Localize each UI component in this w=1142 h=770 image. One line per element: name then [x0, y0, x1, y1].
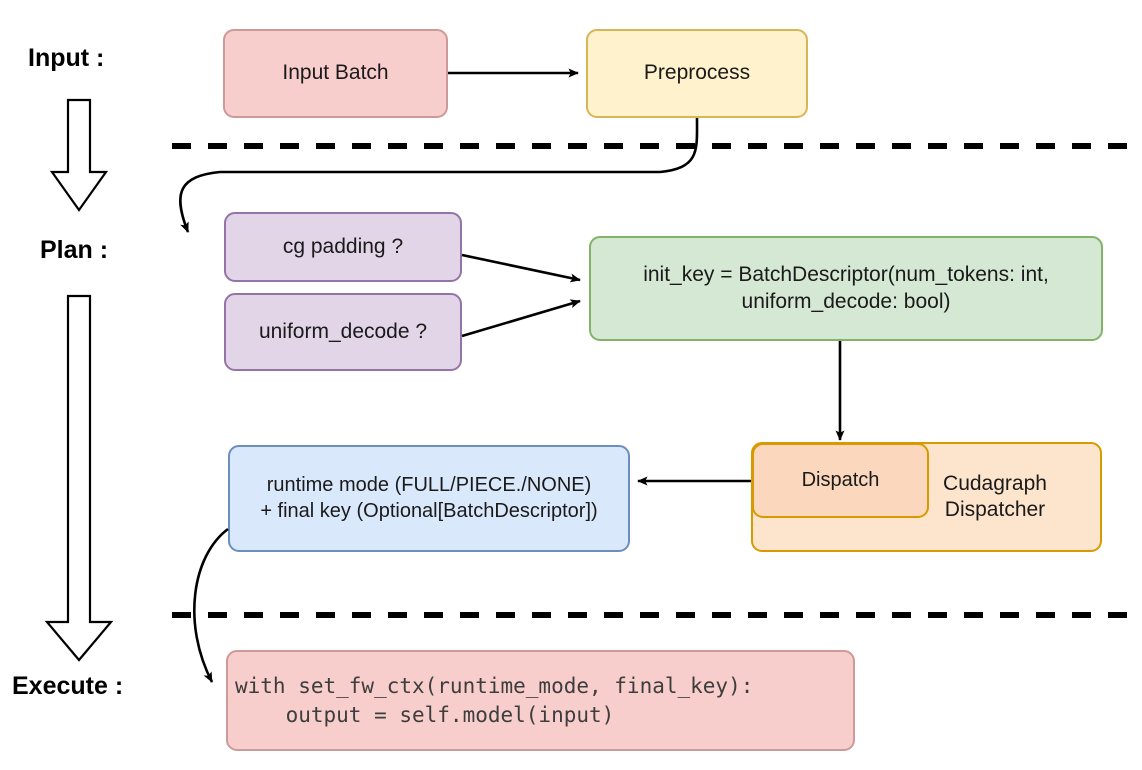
node-uniform-decode-label: uniform_decode ? [258, 319, 428, 343]
node-input-batch[interactable]: Input Batch [223, 29, 448, 118]
node-runtime-mode-line1: runtime mode (FULL/PIECE./NONE) [266, 473, 592, 496]
stage-label-execute: Execute : [12, 672, 124, 700]
node-init-key-line2: uniform_decode: bool) [741, 289, 951, 313]
node-init-key[interactable]: init_key = BatchDescriptor(num_tokens: i… [589, 236, 1103, 341]
edge-uniform-decode-to-init-key [461, 299, 581, 338]
stage-label-plan: Plan : [40, 236, 109, 264]
node-execute-code-line2: output = self.model(input) [235, 702, 615, 727]
node-preprocess-label: Preprocess [643, 61, 751, 85]
node-init-key-line1: init_key = BatchDescriptor(num_tokens: i… [643, 262, 1049, 286]
node-input-batch-label: Input Batch [282, 61, 389, 85]
edge-cg-padding-to-init-key [461, 253, 581, 283]
node-cg-padding-label: cg padding ? [282, 234, 404, 258]
node-execute-code-line1: with set_fw_ctx(runtime_mode, final_key)… [235, 674, 754, 699]
node-cg-padding[interactable]: cg padding ? [224, 212, 462, 282]
node-runtime-mode[interactable]: runtime mode (FULL/PIECE./NONE) + final … [228, 445, 630, 552]
node-execute-code[interactable]: with set_fw_ctx(runtime_mode, final_key)… [226, 650, 855, 751]
node-preprocess[interactable]: Preprocess [586, 29, 808, 118]
edge-runtime-mode-to-execute-code [193, 527, 229, 683]
stage-arrow-plan-to-execute [44, 294, 114, 662]
node-dispatch-label: Dispatch [801, 468, 880, 491]
stage-label-input: Input : [28, 44, 105, 72]
node-dispatch[interactable]: Dispatch [752, 443, 929, 518]
node-uniform-decode[interactable]: uniform_decode ? [224, 293, 462, 371]
stage-arrow-input-to-plan [49, 98, 109, 212]
node-cudagraph-dispatcher-label: Cudagraph Dispatcher [943, 471, 1047, 521]
node-runtime-mode-line2: + final key (Optional[BatchDescriptor]) [260, 499, 598, 522]
